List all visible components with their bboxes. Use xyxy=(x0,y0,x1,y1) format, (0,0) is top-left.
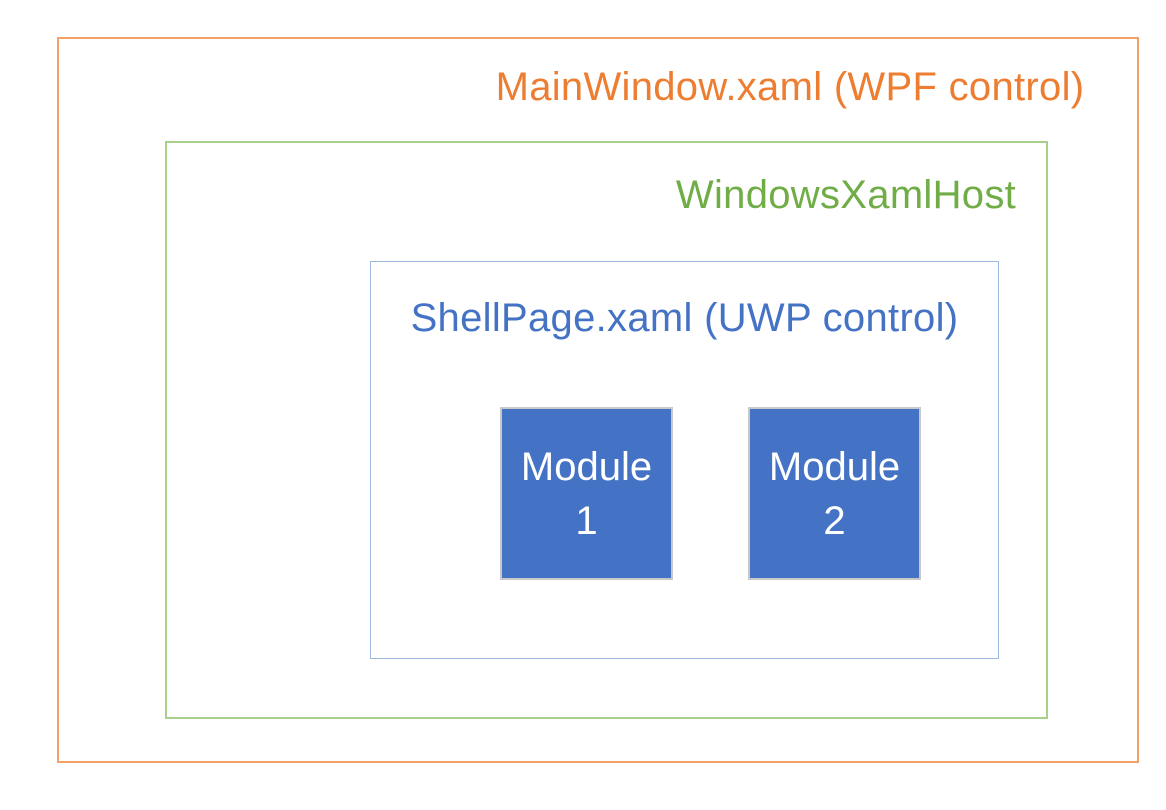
module-2-number: 2 xyxy=(823,498,846,543)
windowsxamlhost-box: WindowsXamlHost ShellPage.xaml (UWP cont… xyxy=(165,141,1048,719)
mainwindow-label: MainWindow.xaml (WPF control) xyxy=(495,65,1085,109)
module-1-box: Module 1 xyxy=(500,407,673,580)
shellpage-label: ShellPage.xaml (UWP control) xyxy=(410,296,959,340)
windowsxamlhost-label: WindowsXamlHost xyxy=(675,173,1017,217)
module-1-number: 1 xyxy=(575,498,598,543)
module-2-name: Module xyxy=(768,444,901,489)
module-1-name: Module xyxy=(520,444,653,489)
shellpage-box: ShellPage.xaml (UWP control) Module 1 Mo… xyxy=(370,261,999,659)
module-2-box: Module 2 xyxy=(748,407,921,580)
mainwindow-box: MainWindow.xaml (WPF control) WindowsXam… xyxy=(57,37,1139,763)
